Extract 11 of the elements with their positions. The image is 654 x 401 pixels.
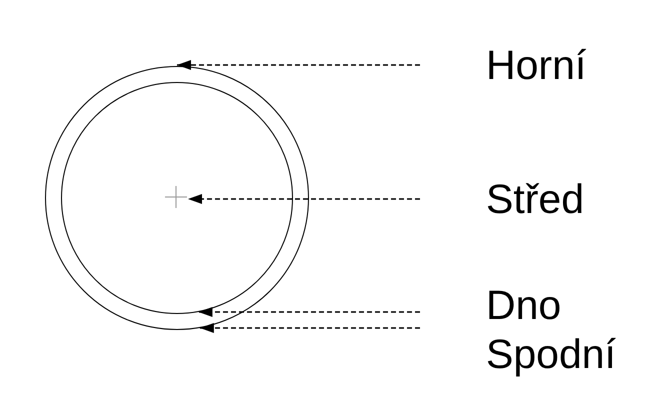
part-label: Spodní bbox=[486, 331, 616, 377]
inner-circle bbox=[60, 82, 292, 314]
part-label: Střed bbox=[486, 176, 584, 222]
part-label: Horní bbox=[486, 42, 586, 88]
center-cross bbox=[165, 186, 187, 208]
leader-line bbox=[188, 194, 420, 204]
leader-line bbox=[177, 60, 420, 70]
leader-line bbox=[200, 323, 420, 333]
outer-circle bbox=[45, 66, 309, 330]
leader-line bbox=[198, 307, 420, 317]
part-label: Dno bbox=[486, 282, 562, 328]
